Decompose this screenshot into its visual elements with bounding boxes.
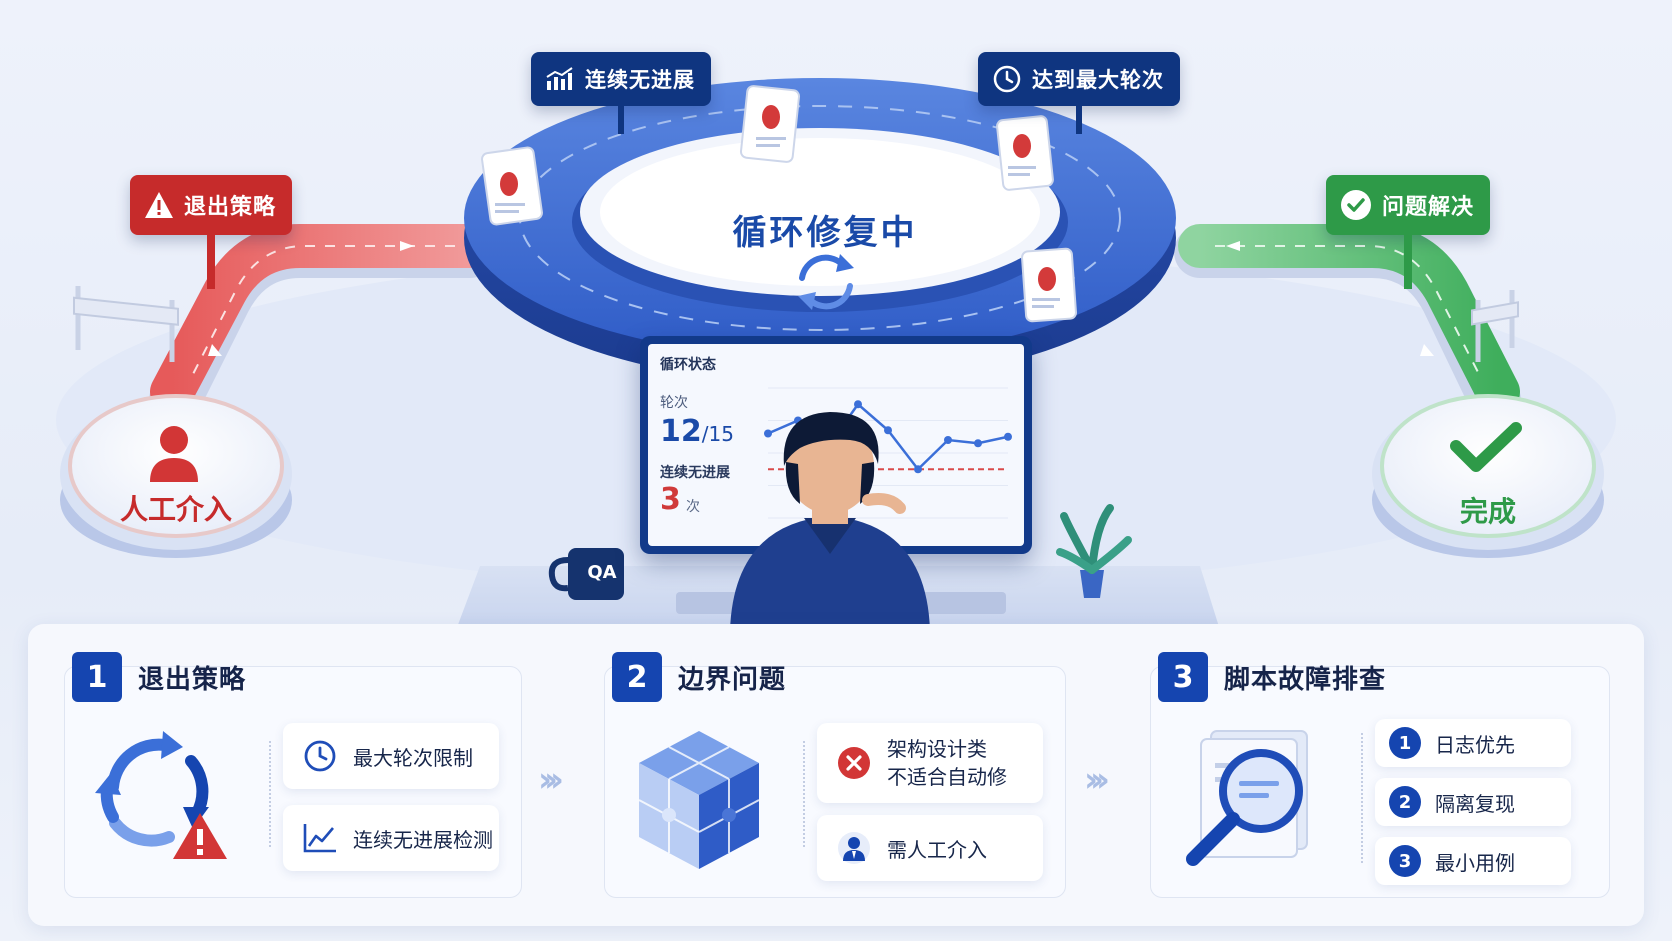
flag-no-progress-label: 连续无进展 — [585, 68, 695, 92]
flag-pole — [207, 233, 215, 289]
round-current: 12 — [660, 414, 702, 449]
card-manual: 需人工介入 — [817, 815, 1043, 881]
step-3-label: 最小用例 — [1435, 850, 1515, 875]
section-3-title: 脚本故障排查 — [1224, 664, 1387, 695]
x-circle-icon — [835, 744, 873, 782]
chart-point — [914, 465, 922, 474]
chart-point — [974, 439, 982, 448]
flag-exit-strategy-label: 退出策略 — [184, 195, 277, 220]
flag-pole — [618, 104, 624, 134]
cycle-warning-icon — [95, 731, 227, 859]
section-3-number: 3 — [1158, 652, 1208, 702]
flag-pole — [1076, 104, 1082, 134]
card-no-progress-detect-label: 连续无进展检测 — [353, 827, 493, 852]
card-architecture-line2: 不适合自动修 — [887, 765, 1007, 789]
mug-label: QA — [587, 562, 617, 583]
no-progress-value: 3 — [660, 482, 681, 517]
summary-panel: 最大轮次限制 连续无进展检测 1 退出策略 ››› — [28, 624, 1644, 926]
card-architecture: 架构设计类 不适合自动修 — [817, 723, 1043, 803]
round-label: 轮次 — [660, 395, 688, 411]
clock-icon — [993, 65, 1021, 93]
card-architecture-line1: 架构设计类 — [887, 737, 987, 761]
no-progress-label: 连续无进展 — [660, 465, 730, 481]
connector-line — [1361, 733, 1363, 863]
qa-mug-icon — [548, 548, 624, 600]
loop-title: 循环修复中 — [732, 213, 918, 253]
chart-point — [1004, 432, 1012, 441]
step-2-badge: 2 — [1389, 786, 1421, 818]
refresh-icon — [798, 254, 854, 310]
step-3: 3 最小用例 — [1375, 837, 1571, 885]
engineer-figure — [730, 412, 930, 630]
chart-point — [944, 436, 952, 444]
round-value: 12/15 — [660, 414, 734, 449]
magnifier-document-icon — [1186, 730, 1308, 866]
terminal-done-label: 完成 — [1459, 495, 1516, 528]
section-3-header: 3 脚本故障排查 — [1158, 652, 1386, 702]
step-2: 2 隔离复现 — [1375, 778, 1571, 826]
person-alert-icon — [150, 426, 198, 482]
step-1-badge: 1 — [1389, 727, 1421, 759]
checkmark-icon — [1450, 422, 1522, 472]
section-script-troubleshoot: 1 日志优先 2 隔离复现 3 最小用例 — [1150, 666, 1610, 898]
flag-no-progress: 连续无进展 — [531, 52, 711, 134]
card-max-rounds: 最大轮次限制 — [283, 723, 499, 789]
loop-scene: 退出策略 连续无进展 达到最大轮次 问题解决 循环修复中 人工介入 完成 QA … — [56, 52, 1616, 630]
no-progress-unit: 次 — [686, 499, 700, 515]
scene-illustration — [56, 78, 1616, 630]
card-architecture-text: 架构设计类 不适合自动修 — [887, 735, 1007, 791]
section-1-title: 退出策略 — [138, 664, 247, 695]
bar-chart-icon — [546, 67, 573, 90]
warning-icon — [145, 192, 173, 218]
bug-card-3-icon — [996, 115, 1054, 191]
step-2-label: 隔离复现 — [1435, 791, 1515, 816]
step-3-badge: 3 — [1389, 845, 1421, 877]
step-1: 1 日志优先 — [1375, 719, 1571, 767]
section-2-number: 2 — [612, 652, 662, 702]
puzzle-cube-icon — [638, 731, 760, 869]
clock-icon — [301, 737, 339, 775]
bug-card-2-icon — [739, 85, 801, 163]
monitor-title: 循环状态 — [660, 357, 716, 373]
flag-max-rounds-label: 达到最大轮次 — [1032, 68, 1164, 92]
chart-point — [764, 429, 772, 438]
card-no-progress-detect: 连续无进展检测 — [283, 805, 499, 871]
flag-pole — [1404, 233, 1412, 289]
check-circle-icon — [1341, 190, 1371, 220]
round-total: /15 — [701, 422, 734, 446]
section-2-title: 边界问题 — [678, 664, 787, 695]
chevron-right-icon: ››› — [1084, 760, 1110, 800]
person-icon — [835, 829, 873, 867]
flag-resolved-label: 问题解决 — [1382, 195, 1475, 220]
terminal-manual-label: 人工介入 — [119, 493, 232, 526]
section-boundary: 架构设计类 不适合自动修 需人工介入 — [604, 666, 1066, 898]
step-1-label: 日志优先 — [1435, 732, 1515, 757]
flag-exit-strategy: 退出策略 — [130, 175, 293, 289]
connector-line — [803, 741, 805, 847]
flag-max-rounds: 达到最大轮次 — [978, 52, 1180, 134]
trend-chart-icon — [301, 819, 339, 857]
chart-point — [884, 426, 892, 435]
chevron-right-icon: ››› — [538, 760, 564, 800]
bug-card-1-icon — [481, 146, 543, 226]
section-exit-strategy: 最大轮次限制 连续无进展检测 — [64, 666, 522, 898]
section-2-header: 2 边界问题 — [612, 652, 786, 702]
section-1-number: 1 — [72, 652, 122, 702]
chart-point — [854, 400, 862, 409]
bug-card-4-icon — [1021, 247, 1077, 323]
flag-resolved: 问题解决 — [1326, 175, 1491, 289]
card-max-rounds-label: 最大轮次限制 — [353, 745, 473, 770]
connector-line — [269, 741, 271, 847]
section-1-header: 1 退出策略 — [72, 652, 246, 702]
plant-icon — [1056, 504, 1132, 598]
card-manual-label: 需人工介入 — [887, 837, 987, 862]
